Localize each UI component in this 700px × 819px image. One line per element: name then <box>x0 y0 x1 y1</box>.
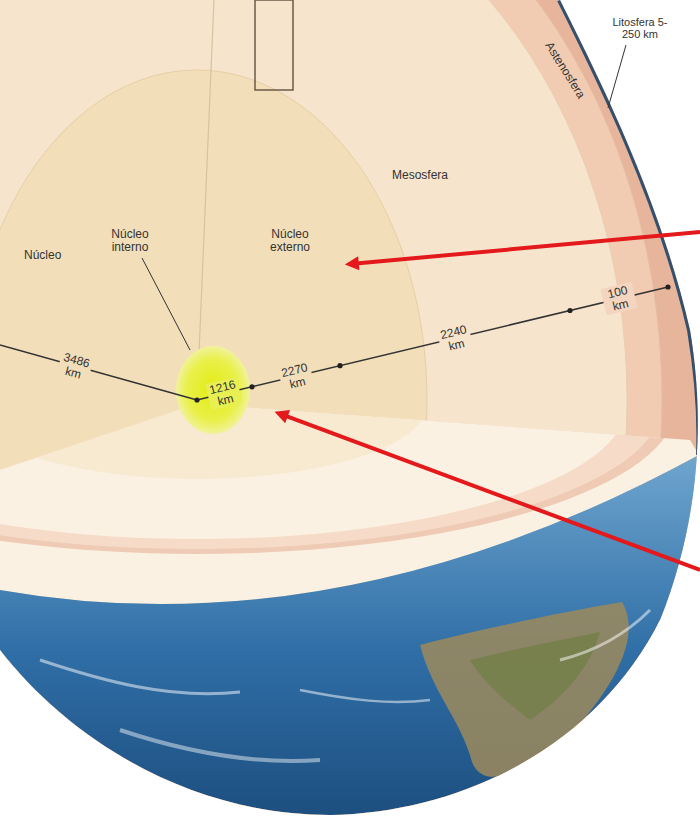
cut-edge <box>197 0 214 400</box>
layer-label: Núcleo interno <box>105 228 155 253</box>
layer-label: Mesosfera <box>392 169 448 182</box>
cloud-streak <box>120 730 320 761</box>
radius-line <box>0 345 197 400</box>
ocean-surface <box>0 455 699 815</box>
floor-outer-core <box>0 329 427 479</box>
inset-frame <box>255 0 293 90</box>
cloud-streak <box>560 610 650 660</box>
land-vegetation <box>470 632 600 720</box>
red-pointer-arrow <box>285 416 700 570</box>
layer-label: Núcleo externo <box>265 228 315 253</box>
floor-rings <box>0 254 677 554</box>
radius-dot <box>194 397 199 402</box>
inner-core <box>176 346 250 434</box>
cloud-streak <box>40 660 240 694</box>
land-mass <box>420 602 629 777</box>
floor-lithosphere <box>0 254 677 554</box>
radius-line <box>197 287 668 400</box>
layer-label: Litosfera 5-250 km <box>608 17 672 40</box>
layer-label: Núcleo <box>24 249 61 262</box>
red-pointer-arrow <box>356 232 700 264</box>
radius-dot <box>249 384 254 389</box>
floor-asthenosphere <box>0 259 662 549</box>
cloud-streak <box>300 690 430 702</box>
radius-dot <box>665 284 670 289</box>
leader-line <box>608 45 626 108</box>
globe-rim <box>560 0 699 455</box>
radius-dot <box>337 363 342 368</box>
radius-dot <box>567 308 572 313</box>
floor-mesosphere <box>0 269 627 539</box>
leader-line <box>142 258 190 350</box>
